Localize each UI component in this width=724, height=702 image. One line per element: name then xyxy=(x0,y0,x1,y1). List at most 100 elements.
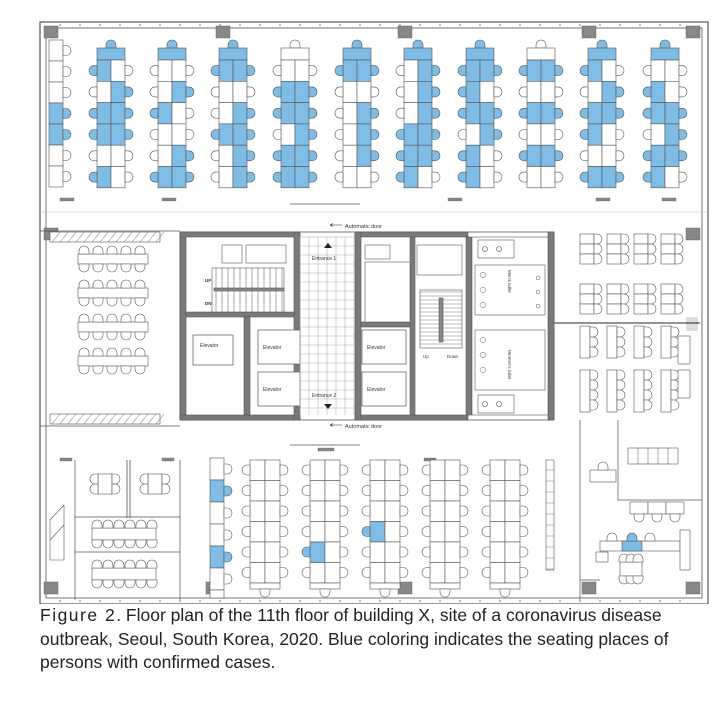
chair xyxy=(421,505,431,517)
desk xyxy=(489,500,506,522)
desk xyxy=(606,369,618,413)
desk xyxy=(264,500,281,522)
hatch-line xyxy=(99,413,109,425)
chair xyxy=(616,326,626,338)
chair xyxy=(643,336,653,348)
chair xyxy=(361,505,371,517)
chair xyxy=(674,303,684,315)
chair xyxy=(493,171,503,183)
case-chair xyxy=(308,86,318,98)
window-mullion xyxy=(259,600,261,602)
desk-cluster xyxy=(334,39,380,189)
chair xyxy=(399,505,409,517)
inner-wall xyxy=(45,27,703,599)
hatch-line xyxy=(107,413,117,425)
desk xyxy=(369,582,401,590)
window-mullion xyxy=(219,24,221,26)
hatch-line xyxy=(147,231,157,243)
chair xyxy=(308,65,318,76)
hatch-line xyxy=(155,413,165,425)
desk xyxy=(369,541,386,563)
desk xyxy=(403,102,419,125)
case-desk xyxy=(369,521,386,543)
chair xyxy=(399,485,409,496)
case-chair xyxy=(301,546,311,558)
case-desk xyxy=(342,47,372,61)
shaft xyxy=(364,244,391,260)
desk xyxy=(465,123,481,146)
case-desk xyxy=(417,123,433,146)
chair xyxy=(334,107,344,119)
case-chair xyxy=(678,107,688,119)
case-desk xyxy=(664,123,680,146)
chair xyxy=(149,86,159,98)
chair xyxy=(481,485,491,496)
case-desk xyxy=(650,102,666,125)
cabinet xyxy=(161,197,177,202)
chair xyxy=(361,567,371,578)
case-chair xyxy=(493,65,503,76)
chair xyxy=(134,347,146,357)
window-mullion xyxy=(319,600,321,602)
conference-table xyxy=(91,559,158,589)
chair xyxy=(620,293,630,305)
chair xyxy=(642,65,652,76)
window-mullion xyxy=(219,600,221,602)
desk xyxy=(96,144,112,167)
case-chair xyxy=(615,107,625,119)
outer-wall xyxy=(39,21,709,604)
column-pillar xyxy=(397,25,413,39)
case-chair xyxy=(626,532,638,542)
case-desk xyxy=(664,144,680,167)
case-chair xyxy=(596,39,608,49)
window-mullion xyxy=(239,24,241,26)
chair xyxy=(361,485,371,496)
case-chair xyxy=(124,86,134,98)
chair xyxy=(379,588,391,598)
chair xyxy=(519,567,529,578)
chair xyxy=(395,65,405,76)
toilet-fixture xyxy=(479,272,487,278)
window-mullion xyxy=(519,24,521,26)
chair xyxy=(106,263,118,273)
window-mullion xyxy=(659,24,661,26)
desk xyxy=(489,541,506,563)
desk xyxy=(489,582,521,590)
chair xyxy=(210,107,220,119)
chair xyxy=(241,464,251,476)
chair xyxy=(89,473,99,485)
case-chair xyxy=(579,171,589,183)
desk xyxy=(589,469,617,483)
chair xyxy=(106,297,118,307)
desk xyxy=(324,459,341,481)
case-desk xyxy=(650,47,680,61)
case-chair xyxy=(334,65,344,76)
desk xyxy=(504,500,521,522)
desk xyxy=(504,521,521,543)
chair xyxy=(210,150,220,162)
plan-labels: Automatic door Automatic door Entrance 1… xyxy=(200,224,512,430)
chair xyxy=(91,579,103,589)
case-chair xyxy=(124,129,134,140)
chair xyxy=(593,243,603,255)
desk xyxy=(489,459,506,481)
chair xyxy=(519,546,529,558)
sink-counter xyxy=(477,394,515,414)
chair xyxy=(669,513,681,523)
staircase xyxy=(211,267,285,313)
case-desk xyxy=(417,102,433,125)
chair xyxy=(616,369,626,381)
case-desk xyxy=(96,47,126,61)
desk xyxy=(504,459,521,481)
case-chair xyxy=(493,107,503,119)
desk xyxy=(579,253,595,265)
case-chair xyxy=(642,150,652,162)
shelf xyxy=(545,459,555,571)
desk xyxy=(309,480,326,502)
chair xyxy=(616,399,626,411)
urinal xyxy=(535,275,541,281)
chair xyxy=(642,129,652,140)
chair xyxy=(334,171,344,183)
desk-cluster xyxy=(579,39,625,189)
chair xyxy=(223,507,233,519)
